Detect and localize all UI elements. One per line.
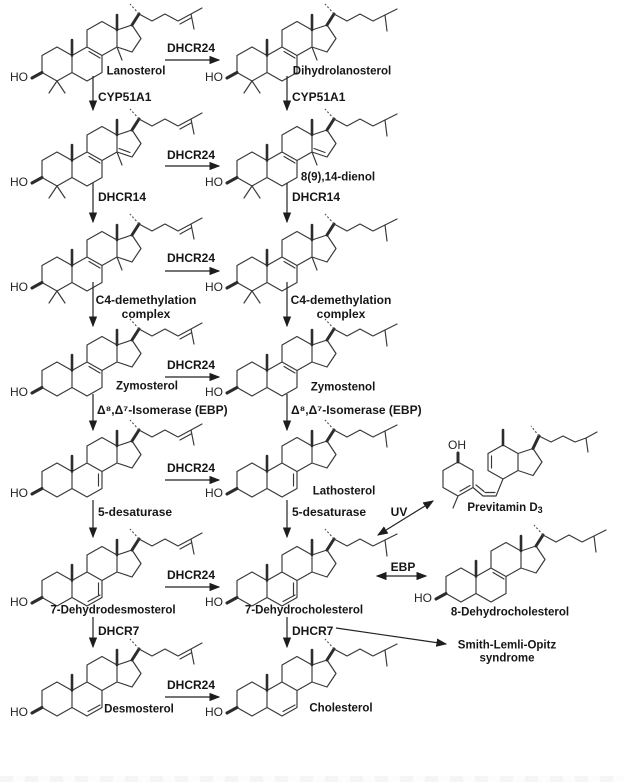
structure-lathosterol <box>225 418 398 499</box>
label-c4-demethylation-right-line2: complex <box>316 307 366 321</box>
ho-label: HO <box>205 280 223 294</box>
label-c4-demethylation-right-line1: C4-demethylation <box>290 293 392 307</box>
structure-intermediate-right <box>227 214 398 303</box>
label-uv: UV <box>390 505 408 519</box>
structure-desmosterol <box>30 637 203 718</box>
structure-dehydrolathosterol <box>30 418 203 499</box>
label-7-dehydrodesmosterol: 7-Dehydrodesmosterol <box>50 604 176 617</box>
label-previtamin-d3-subscript: 3 <box>537 505 543 515</box>
structure-8-9-14-dienol <box>227 109 398 198</box>
label-cyp51a1-left: CYP51A1 <box>98 90 152 104</box>
label-dhcr24-row4: DHCR24 <box>167 358 216 372</box>
label-ebp: EBP <box>390 560 416 574</box>
label-desmosterol: Desmosterol <box>104 703 174 716</box>
label-isomerase-left: Δ⁸,Δ⁷-Isomerase (EBP) <box>97 403 228 417</box>
label-dhcr7-left: DHCR7 <box>98 624 140 638</box>
ho-label: HO <box>205 486 223 500</box>
ho-label: HO <box>10 486 28 500</box>
oh-label: OH <box>448 438 466 452</box>
dhcr24-arrows <box>165 55 221 702</box>
label-dhcr24-row5: DHCR24 <box>167 461 216 475</box>
structure-8-dehydrocholesterol <box>434 523 607 604</box>
label-cholesterol: Cholesterol <box>309 702 373 715</box>
structure-cholesterol <box>225 637 398 718</box>
ho-label: HO <box>10 70 28 84</box>
label-zymostenol: Zymostenol <box>310 381 376 394</box>
vertical-arrows <box>88 76 292 649</box>
label-dihydrolanosterol: Dihydrolanosterol <box>292 65 392 78</box>
label-previtamin-d3-main: Previtamin D <box>467 502 538 514</box>
structure-previtamin-d3 <box>441 424 599 510</box>
label-c4-demethylation-left-line1: C4-demethylation <box>95 293 197 307</box>
structure-dihydrolanosterol <box>227 4 398 93</box>
label-dhcr24-row2: DHCR24 <box>167 148 216 162</box>
label-dhcr24-row3: DHCR24 <box>167 251 216 265</box>
label-8-9-14-dienol: 8(9),14-dienol <box>300 171 376 184</box>
ho-label: HO <box>10 385 28 399</box>
label-cyp51a1-right: CYP51A1 <box>292 90 346 104</box>
structure-7-dehydrocholesterol <box>225 527 398 608</box>
label-5-desaturase-right: 5-desaturase <box>292 505 367 519</box>
label-lanosterol: Lanosterol <box>106 65 166 78</box>
label-5-desaturase-left: 5-desaturase <box>98 505 173 519</box>
ho-label: HO <box>10 595 28 609</box>
label-8-dehydrocholesterol: 8-Dehydrocholesterol <box>450 606 570 619</box>
label-dhcr24-row7: DHCR24 <box>167 678 216 692</box>
arrow-uv-double <box>376 500 435 536</box>
arrow-smith-lemli-opitz <box>335 627 448 647</box>
label-c4-demethylation-left-line2: complex <box>121 307 171 321</box>
label-isomerase-right: Δ⁸,Δ⁷-Isomerase (EBP) <box>291 403 422 417</box>
ho-label: HO <box>10 175 28 189</box>
structure-zymostenol <box>225 317 398 398</box>
label-smith-lemli-opitz-line1: Smith-Lemli-Opitz <box>457 639 557 652</box>
ho-label: HO <box>10 280 28 294</box>
label-zymosterol: Zymosterol <box>116 380 178 393</box>
label-dhcr14-right: DHCR14 <box>292 190 341 204</box>
ho-label: HO <box>205 385 223 399</box>
label-dhcr7-right: DHCR7 <box>292 624 334 638</box>
label-previtamin-d3: Previtamin D3 <box>467 502 543 515</box>
label-smith-lemli-opitz-line2: syndrome <box>479 652 535 665</box>
ho-label: HO <box>205 175 223 189</box>
bottom-scan-artifact <box>0 776 624 782</box>
ho-label: HO <box>414 591 432 605</box>
label-lathosterol: Lathosterol <box>312 485 376 498</box>
ho-label: HO <box>205 70 223 84</box>
label-dhcr24-row6: DHCR24 <box>167 568 216 582</box>
structure-zymosterol <box>30 317 203 398</box>
ho-label: HO <box>10 705 28 719</box>
label-dhcr14-left: DHCR14 <box>98 190 147 204</box>
structure-dienol-left <box>32 109 203 198</box>
label-7-dehydrocholesterol: 7-Dehydrocholesterol <box>244 604 364 617</box>
structure-7-dehydrodesmosterol <box>30 527 203 608</box>
label-dhcr24-row1: DHCR24 <box>167 41 216 55</box>
ho-label: HO <box>205 595 223 609</box>
ho-label: HO <box>205 705 223 719</box>
